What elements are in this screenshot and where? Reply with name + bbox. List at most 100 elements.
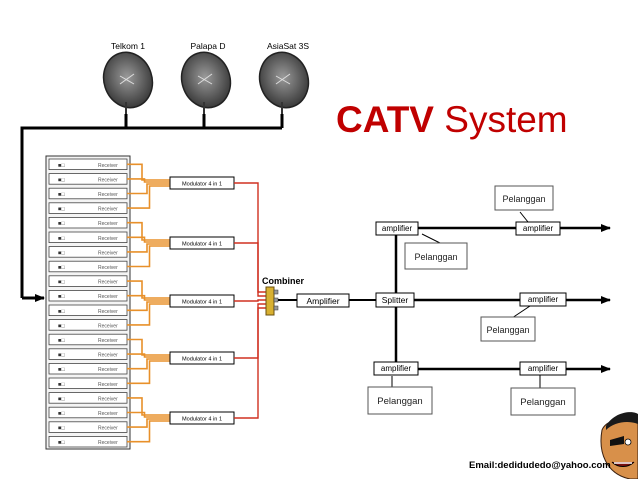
coax-line: [127, 360, 170, 385]
coax-line: [127, 303, 170, 326]
receiver-label: Receiver: [98, 367, 118, 373]
receiver-dial-icon: ■□: [58, 207, 65, 213]
receiver-label: Receiver: [98, 250, 118, 256]
receiver-unit: ■□Receiver: [48, 435, 128, 448]
receiver-label: Receiver: [98, 163, 118, 169]
coax-line: [127, 294, 170, 301]
receiver-unit: ■□ Receiver: [48, 304, 128, 317]
branch-amplifier-label: amplifier: [528, 364, 559, 373]
title-bold: CATV: [336, 99, 434, 140]
rf-line: [234, 307, 266, 419]
receiver-unit: ■□ Receiver: [48, 392, 128, 404]
branch-amplifier-top-right: amplifier: [515, 221, 561, 236]
receiver-label: Receiver: [98, 338, 118, 344]
receiver-dial-icon: ■□: [58, 309, 65, 315]
receiver-label: Receiver: [98, 192, 118, 198]
receiver-dial-icon: ■□: [58, 353, 65, 359]
rf-line: [234, 303, 266, 359]
branch-amplifier-top-left: amplifier: [375, 221, 419, 236]
receiver-label: Receiver: [98, 382, 118, 388]
rf-lines: [234, 182, 266, 419]
receiver-dial-icon: ■□: [58, 250, 65, 256]
rf-line: [234, 242, 266, 297]
branch-amplifier-bottom-left: amplifier: [373, 361, 419, 376]
amplifier-label: Amplifier: [306, 296, 339, 306]
receiver-label: Receiver: [98, 207, 118, 213]
receiver-label: Receiver: [98, 177, 118, 183]
satellite-dish-telkom: Telkom 1: [102, 41, 154, 116]
receiver-unit: ■□Receiver: [48, 216, 128, 229]
receiver-unit: ■□Receiver: [48, 348, 128, 360]
coax-line: [127, 338, 170, 356]
receiver-dial-icon: ■□: [58, 163, 65, 169]
receiver-unit: ■□Receiver: [48, 406, 128, 419]
receiver-list: ■□ Receiver ■□ Receiver ■□ Receiver ■□ Receiver…: [48, 158, 128, 448]
coax-line: [127, 358, 170, 370]
receiver-label: Receiver: [98, 236, 118, 242]
satellite-dish-asiasat: AsiaSat 3S: [258, 41, 309, 116]
receiver-label: Receiver: [98, 265, 118, 271]
receiver-label: Receiver: [98, 396, 118, 402]
title-rest: System: [444, 99, 568, 140]
receiver-unit: ■□ Receiver: [48, 187, 128, 200]
receiver-unit: ■□Receiver: [48, 421, 128, 433]
coax-line: [127, 178, 170, 183]
receiver-dial-icon: ■□: [58, 177, 65, 183]
modulator-label: Modulator 4 in 1: [182, 357, 222, 363]
modulator-box: Modulator 4 in 1: [169, 411, 235, 425]
coax-line: [127, 163, 170, 181]
modulator-list: Modulator 4 in 1 Modulator 4 in 1 Modulato…: [169, 176, 235, 425]
receiver-unit: ■□ Receiver: [48, 158, 128, 171]
satellite-label: AsiaSat 3S: [267, 41, 309, 51]
receiver-label: Receiver: [98, 309, 118, 315]
coax-line: [127, 236, 170, 243]
receiver-label: Receiver: [98, 426, 118, 432]
receiver-label: Receiver: [98, 280, 118, 286]
branch-amplifier-label: amplifier: [382, 224, 413, 233]
receiver-dial-icon: ■□: [58, 192, 65, 198]
coax-line: [127, 280, 170, 299]
combiner: Combiner: [262, 276, 305, 316]
subscriber-label: Pelanggan: [414, 252, 457, 262]
modulator-label: Modulator 4 in 1: [182, 417, 222, 423]
receiver-dial-icon: ■□: [58, 396, 65, 402]
coax-cables: [127, 163, 170, 443]
rf-line: [234, 182, 266, 293]
coax-line: [127, 353, 170, 358]
subscriber-label: Pelanggan: [520, 397, 565, 408]
subscriber-box: Pelanggan: [404, 242, 468, 270]
branch-amplifier-label: amplifier: [381, 364, 412, 373]
coax-line: [127, 221, 170, 241]
modulator-label: Modulator 4 in 1: [182, 300, 222, 306]
branch-amplifier-label: amplifier: [528, 295, 559, 304]
receiver-dial-icon: ■□: [58, 221, 65, 227]
receiver-dial-icon: ■□: [58, 280, 65, 286]
receiver-label: Receiver: [98, 323, 118, 329]
coax-line: [127, 243, 170, 253]
receiver-unit: ■□ Receiver: [48, 202, 128, 214]
receiver-dial-icon: ■□: [58, 323, 65, 329]
branch-amplifier-mid-right: amplifier: [519, 292, 567, 307]
subscriber-label: Pelanggan: [377, 396, 422, 407]
modulator-box: Modulator 4 in 1: [169, 236, 235, 250]
rf-line: [234, 299, 266, 302]
satellite-feed-bus: [20, 114, 284, 302]
receiver-unit: ■□ Receiver: [48, 275, 128, 287]
coax-line: [127, 183, 170, 195]
splitter: Splitter: [375, 292, 415, 308]
receiver-label: Receiver: [98, 440, 118, 446]
combiner-label: Combiner: [262, 276, 305, 286]
subscriber-label: Pelanggan: [502, 194, 545, 204]
receiver-dial-icon: ■□: [58, 294, 65, 300]
subscriber-box: Pelanggan: [494, 185, 554, 211]
receiver-unit: ■□Receiver: [48, 231, 128, 244]
coax-line: [127, 301, 170, 312]
email-label: Email:dedidudedo@yahoo.com: [469, 460, 611, 471]
receiver-dial-icon: ■□: [58, 338, 65, 344]
receiver-rack: [45, 155, 131, 450]
splitter-label: Splitter: [382, 295, 409, 305]
modulator-label: Modulator 4 in 1: [182, 242, 222, 248]
branch-amplifier-bottom-right: amplifier: [519, 361, 567, 376]
satellite-dish-palapa: Palapa D: [180, 41, 232, 116]
